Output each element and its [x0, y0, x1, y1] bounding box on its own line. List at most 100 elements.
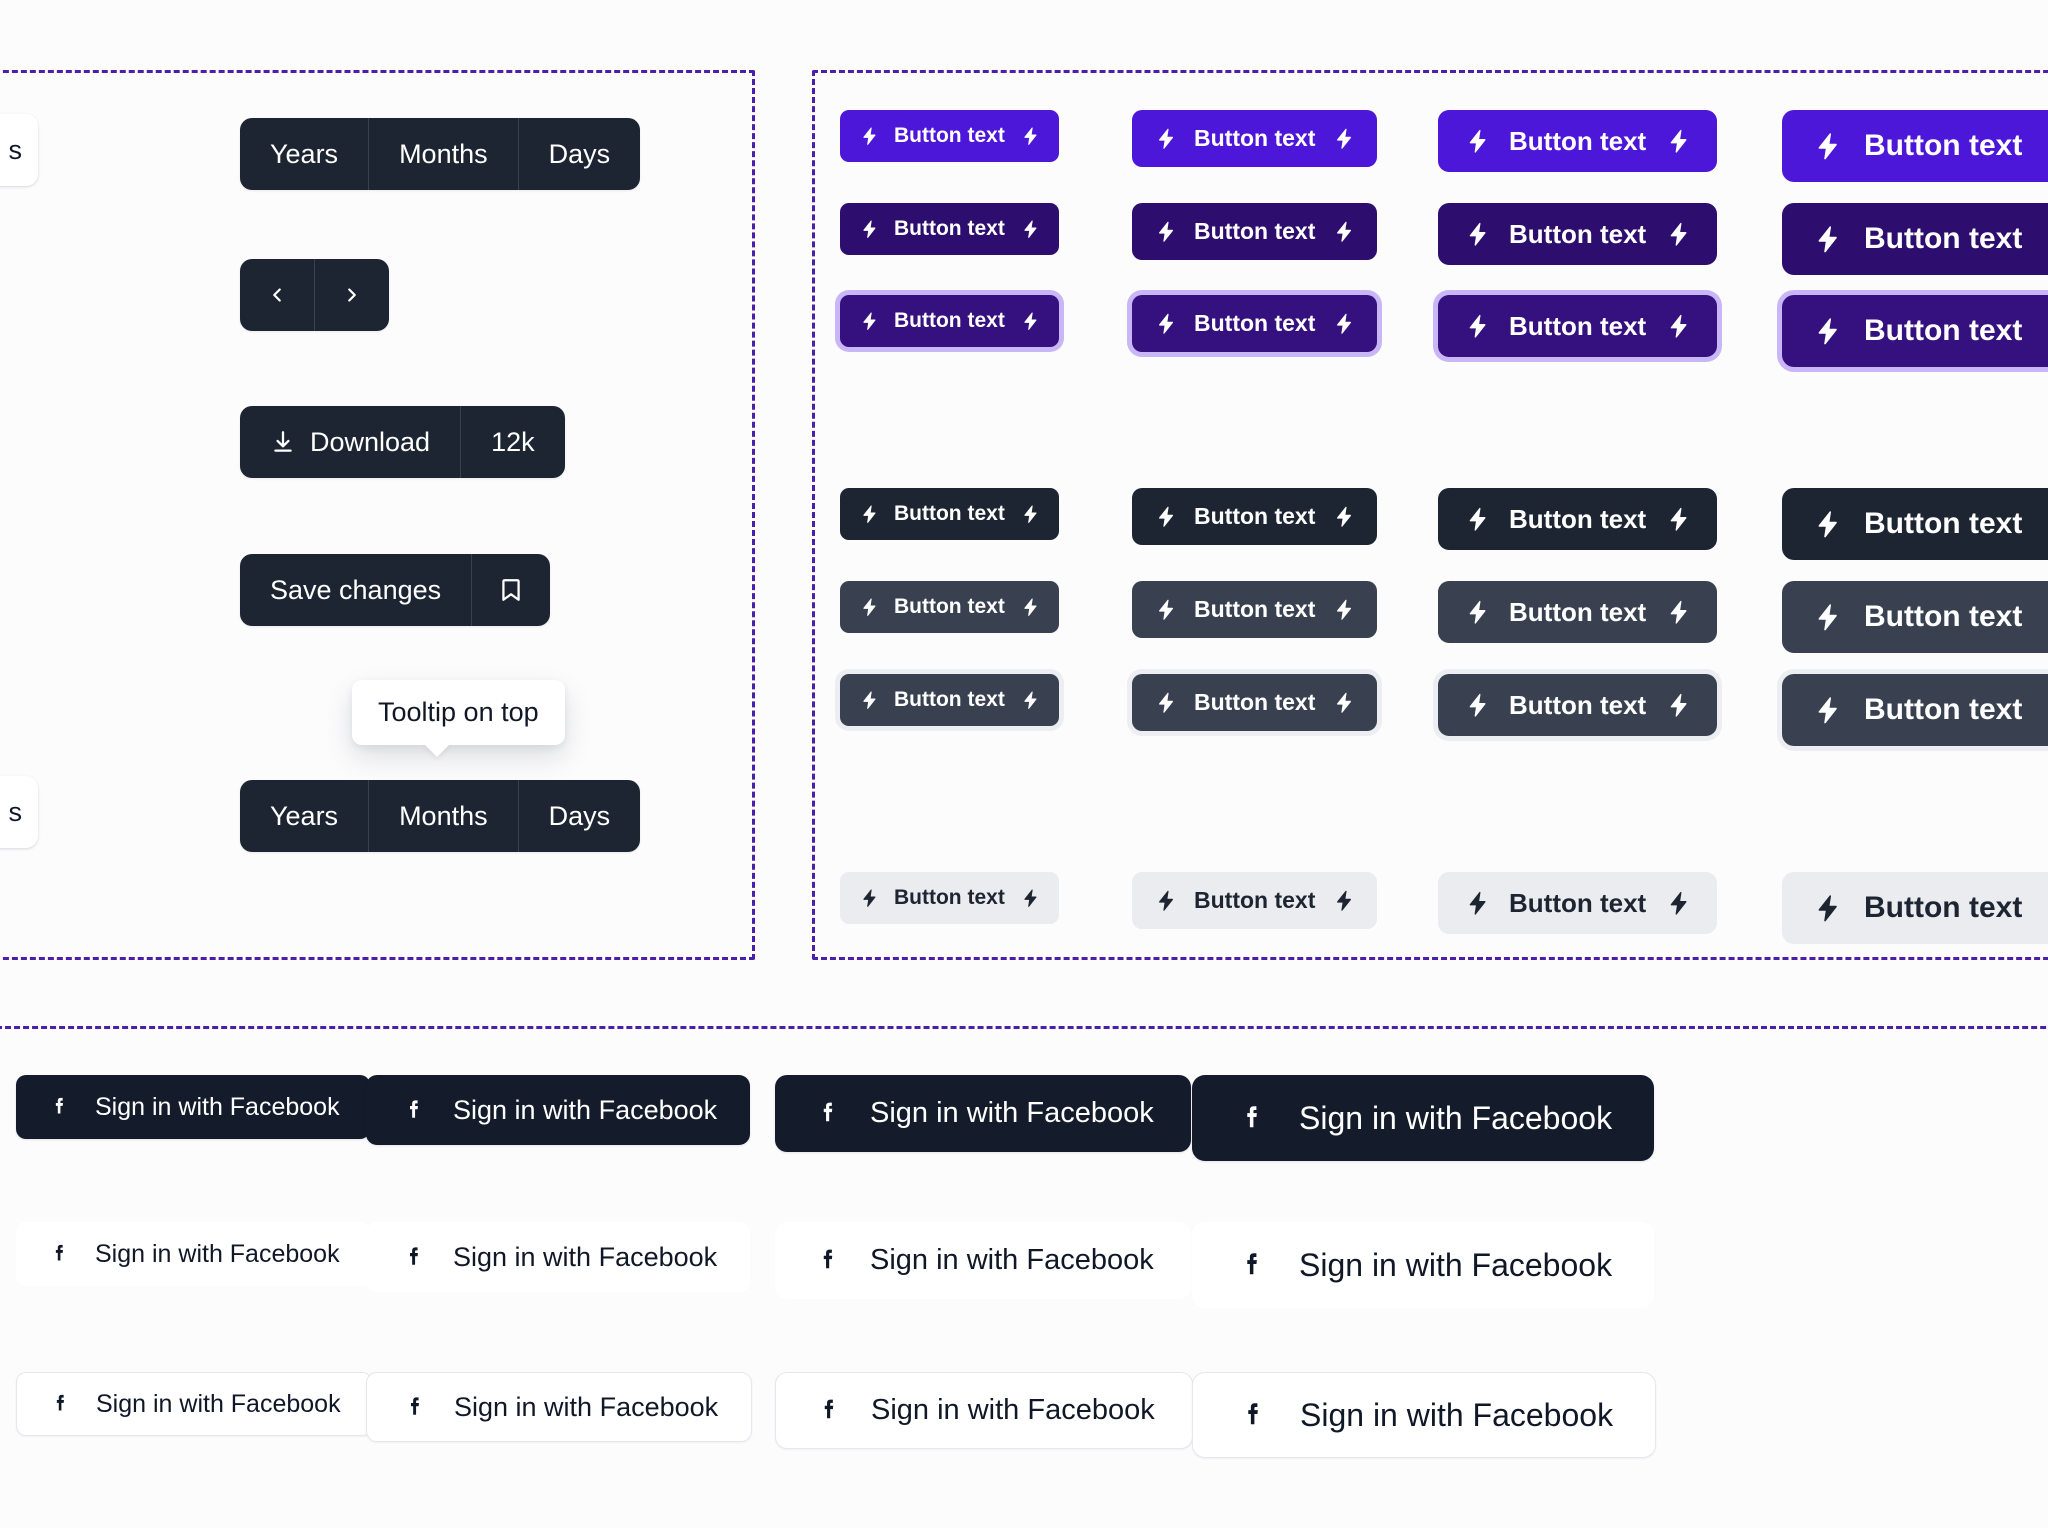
signin-facebook-label: Sign in with Facebook	[1300, 1396, 1614, 1433]
lightning-bolt-icon	[1665, 692, 1691, 718]
lightning-bolt-icon	[2044, 893, 2048, 923]
lightning-bolt-icon	[859, 888, 879, 908]
bookmark-button[interactable]	[471, 554, 550, 626]
lightning-bolt-icon	[1464, 890, 1490, 916]
button-light-lg[interactable]: Button text	[1438, 872, 1718, 934]
button-dark-md[interactable]: Button text	[1132, 488, 1378, 545]
signin-facebook-outline-xl[interactable]: Sign in with Facebook	[1192, 1372, 1657, 1458]
button-dark-ring-xl[interactable]: Button text	[1782, 674, 2048, 746]
button-primary-dark-xl[interactable]: Button text	[1782, 203, 2048, 275]
facebook-icon	[399, 1096, 428, 1125]
segment-months[interactable]: Months	[368, 118, 518, 190]
signin-facebook-label: Sign in with Facebook	[453, 1094, 718, 1125]
button-dark-ring-lg[interactable]: Button text	[1438, 674, 1718, 736]
signin-facebook-label: Sign in with Facebook	[95, 1092, 340, 1121]
signin-facebook-plain-sm[interactable]: Sign in with Facebook	[16, 1222, 370, 1286]
signin-facebook-filled-md[interactable]: Sign in with Facebook	[366, 1075, 751, 1145]
button-primary-dark-md[interactable]: Button text	[1132, 203, 1378, 260]
button-dark-ring-md[interactable]: Button text	[1132, 674, 1378, 731]
button-dark-lg[interactable]: Button text	[1438, 488, 1718, 550]
button-dark-sm[interactable]: Button text	[840, 488, 1059, 540]
button-label: Button text	[894, 309, 1005, 332]
button-label: Button text	[1194, 503, 1316, 529]
facebook-icon	[1235, 1398, 1270, 1433]
segment-days-2[interactable]: Days	[517, 780, 641, 852]
button-primary-lg[interactable]: Button text	[1438, 110, 1718, 172]
button-label: Button text	[1194, 125, 1316, 151]
lightning-bolt-icon	[1332, 505, 1355, 528]
lightning-bolt-icon	[1665, 313, 1691, 339]
next-page-button[interactable]	[314, 259, 389, 331]
button-label: Button text	[1509, 887, 1647, 918]
signin-facebook-label: Sign in with Facebook	[870, 1097, 1154, 1129]
lightning-bolt-icon	[1812, 602, 1842, 632]
lightning-bolt-icon	[1332, 312, 1355, 335]
signin-facebook-outline-lg[interactable]: Sign in with Facebook	[775, 1372, 1193, 1449]
signin-facebook-outline-md[interactable]: Sign in with Facebook	[366, 1372, 753, 1442]
signin-facebook-plain-lg[interactable]: Sign in with Facebook	[775, 1222, 1191, 1299]
signin-facebook-plain-xl[interactable]: Sign in with Facebook	[1192, 1222, 1655, 1308]
signin-facebook-filled-sm[interactable]: Sign in with Facebook	[16, 1075, 370, 1139]
button-light-md[interactable]: Button text	[1132, 872, 1378, 929]
button-primary-dark-sm[interactable]: Button text	[840, 203, 1059, 255]
lightning-bolt-icon	[2044, 131, 2048, 161]
button-light-sm[interactable]: Button text	[840, 872, 1059, 924]
signin-facebook-filled-xl[interactable]: Sign in with Facebook	[1192, 1075, 1655, 1161]
segment-months-2[interactable]: Months	[368, 780, 518, 852]
offscreen-card-top[interactable]: s	[0, 114, 38, 186]
button-dark-soft-xl[interactable]: Button text	[1782, 581, 2048, 653]
save-changes-group[interactable]: Save changes	[240, 554, 551, 626]
lightning-bolt-icon	[1332, 127, 1355, 150]
segment-years-2[interactable]: Years	[270, 800, 339, 831]
lightning-bolt-icon	[1464, 506, 1490, 532]
button-dark-xl[interactable]: Button text	[1782, 488, 2048, 560]
button-dark-soft-lg[interactable]: Button text	[1438, 581, 1718, 643]
button-primary-xl[interactable]: Button text	[1782, 110, 2048, 182]
button-primary-sm[interactable]: Button text	[840, 110, 1059, 162]
range-segmented-control-tooltip[interactable]: Years Months Days	[240, 780, 641, 852]
button-label: Button text	[1194, 596, 1316, 622]
lightning-bolt-icon	[1332, 220, 1355, 243]
signin-facebook-outline-sm[interactable]: Sign in with Facebook	[16, 1372, 372, 1436]
prev-page-button[interactable]	[240, 259, 314, 331]
button-label: Button text	[1509, 503, 1647, 534]
chevron-left-icon	[266, 284, 288, 306]
lightning-bolt-icon	[1464, 128, 1490, 154]
range-segmented-control[interactable]: Years Months Days	[240, 118, 641, 190]
button-primary-ring-lg[interactable]: Button text	[1438, 295, 1718, 357]
button-dark-soft-md[interactable]: Button text	[1132, 581, 1378, 638]
save-changes-button[interactable]: Save changes	[270, 574, 442, 605]
signin-facebook-label: Sign in with Facebook	[870, 1244, 1154, 1276]
button-primary-ring-md[interactable]: Button text	[1132, 295, 1378, 352]
signin-facebook-label: Sign in with Facebook	[96, 1389, 341, 1418]
lightning-bolt-icon	[1154, 312, 1177, 335]
button-primary-ring-xl[interactable]: Button text	[1782, 295, 2048, 367]
lightning-bolt-icon	[1020, 888, 1040, 908]
download-button[interactable]: Download	[240, 406, 460, 478]
button-label: Button text	[894, 886, 1005, 909]
lightning-bolt-icon	[1665, 506, 1691, 532]
signin-facebook-label: Sign in with Facebook	[1299, 1246, 1613, 1283]
lightning-bolt-icon	[1665, 128, 1691, 154]
lightning-bolt-icon	[859, 504, 879, 524]
download-count[interactable]: 12k	[460, 406, 565, 478]
signin-facebook-filled-lg[interactable]: Sign in with Facebook	[775, 1075, 1191, 1152]
button-primary-dark-lg[interactable]: Button text	[1438, 203, 1718, 265]
facebook-icon	[46, 1241, 72, 1267]
segment-days[interactable]: Days	[517, 118, 641, 190]
facebook-icon	[400, 1393, 429, 1422]
button-primary-md[interactable]: Button text	[1132, 110, 1378, 167]
lightning-bolt-icon	[1665, 221, 1691, 247]
segment-years[interactable]: Years	[270, 138, 339, 169]
signin-facebook-plain-md[interactable]: Sign in with Facebook	[366, 1222, 751, 1292]
button-dark-soft-sm[interactable]: Button text	[840, 581, 1059, 633]
frame-left-group	[0, 70, 755, 960]
pagination-arrows[interactable]	[240, 259, 389, 331]
download-button-group[interactable]: Download 12k	[240, 406, 565, 478]
button-primary-ring-sm[interactable]: Button text	[840, 295, 1059, 347]
button-dark-ring-sm[interactable]: Button text	[840, 674, 1059, 726]
signin-facebook-label: Sign in with Facebook	[95, 1239, 340, 1268]
offscreen-card-bottom[interactable]: s	[0, 776, 38, 848]
facebook-icon	[399, 1243, 428, 1272]
button-light-xl[interactable]: Button text	[1782, 872, 2048, 944]
